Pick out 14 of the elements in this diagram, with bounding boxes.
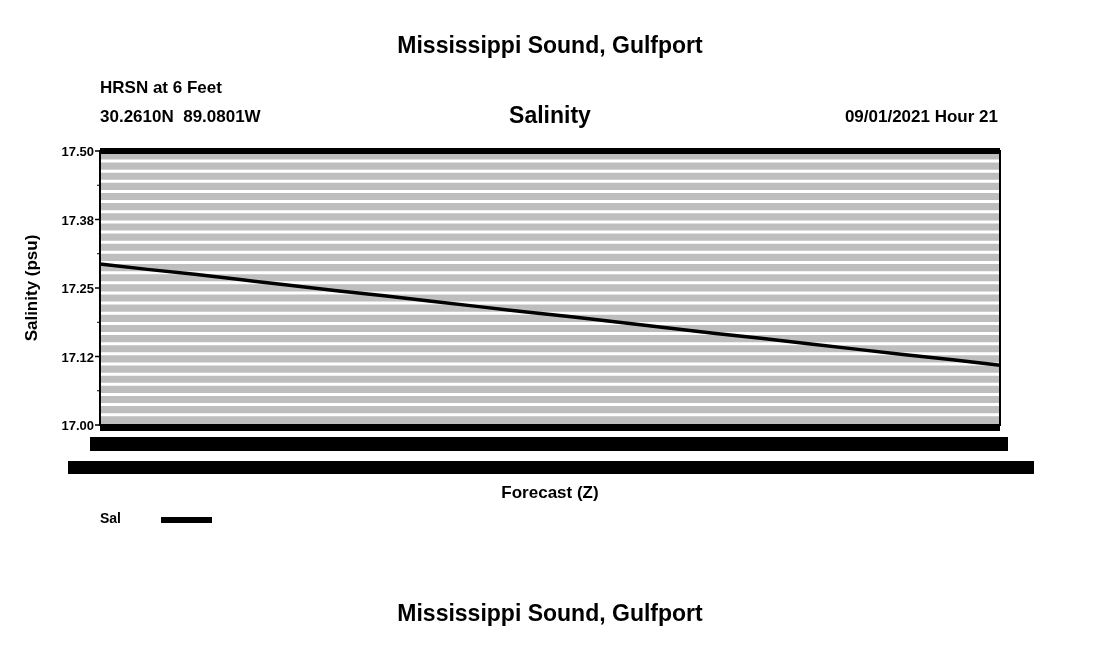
date-label: 09/01/2021 Hour 21 (844, 107, 998, 127)
y-tick-label: 17.12 (61, 349, 94, 364)
x-axis-title: Forecast (Z) (501, 483, 599, 503)
coordinates-label: 30.2610N 89.0801W (100, 107, 261, 127)
legend-label: Sal (100, 510, 121, 526)
chart-title: Salinity (509, 102, 591, 129)
y-tick-label: 17.00 (61, 417, 94, 433)
chart-caption: Mississippi Sound, Gulfport (397, 600, 703, 627)
y-tick-label: 17.25 (61, 280, 94, 296)
y-tick-label: 17.50 (61, 143, 94, 159)
y-axis-title: Salinity (psu) (22, 234, 42, 342)
chart-heading: Mississippi Sound, Gulfport (397, 32, 703, 59)
y-tick-label: 17.38 (61, 212, 94, 227)
station-label: HRSN at 6 Feet (100, 78, 222, 98)
